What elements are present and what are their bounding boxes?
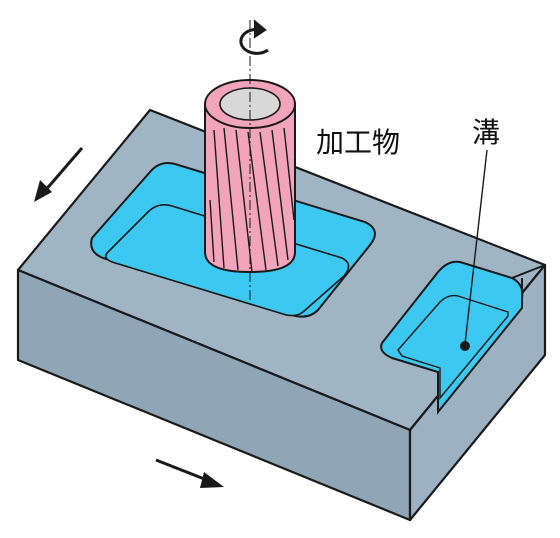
groove-pointer [460, 149, 488, 351]
groove-label: 溝 [472, 116, 500, 149]
arrow-right-icon [155, 458, 224, 488]
groove-floor [397, 294, 509, 400]
groove [380, 260, 546, 415]
end-mill-tool [204, 20, 296, 300]
groove-pointer-dot [460, 341, 470, 351]
rotate-arrow-icon [239, 19, 269, 55]
workpiece-label: 加工物 [316, 126, 400, 159]
tool-flutes [209, 127, 295, 273]
arrow-left-icon [34, 147, 84, 202]
groove-wall-line [511, 264, 546, 308]
